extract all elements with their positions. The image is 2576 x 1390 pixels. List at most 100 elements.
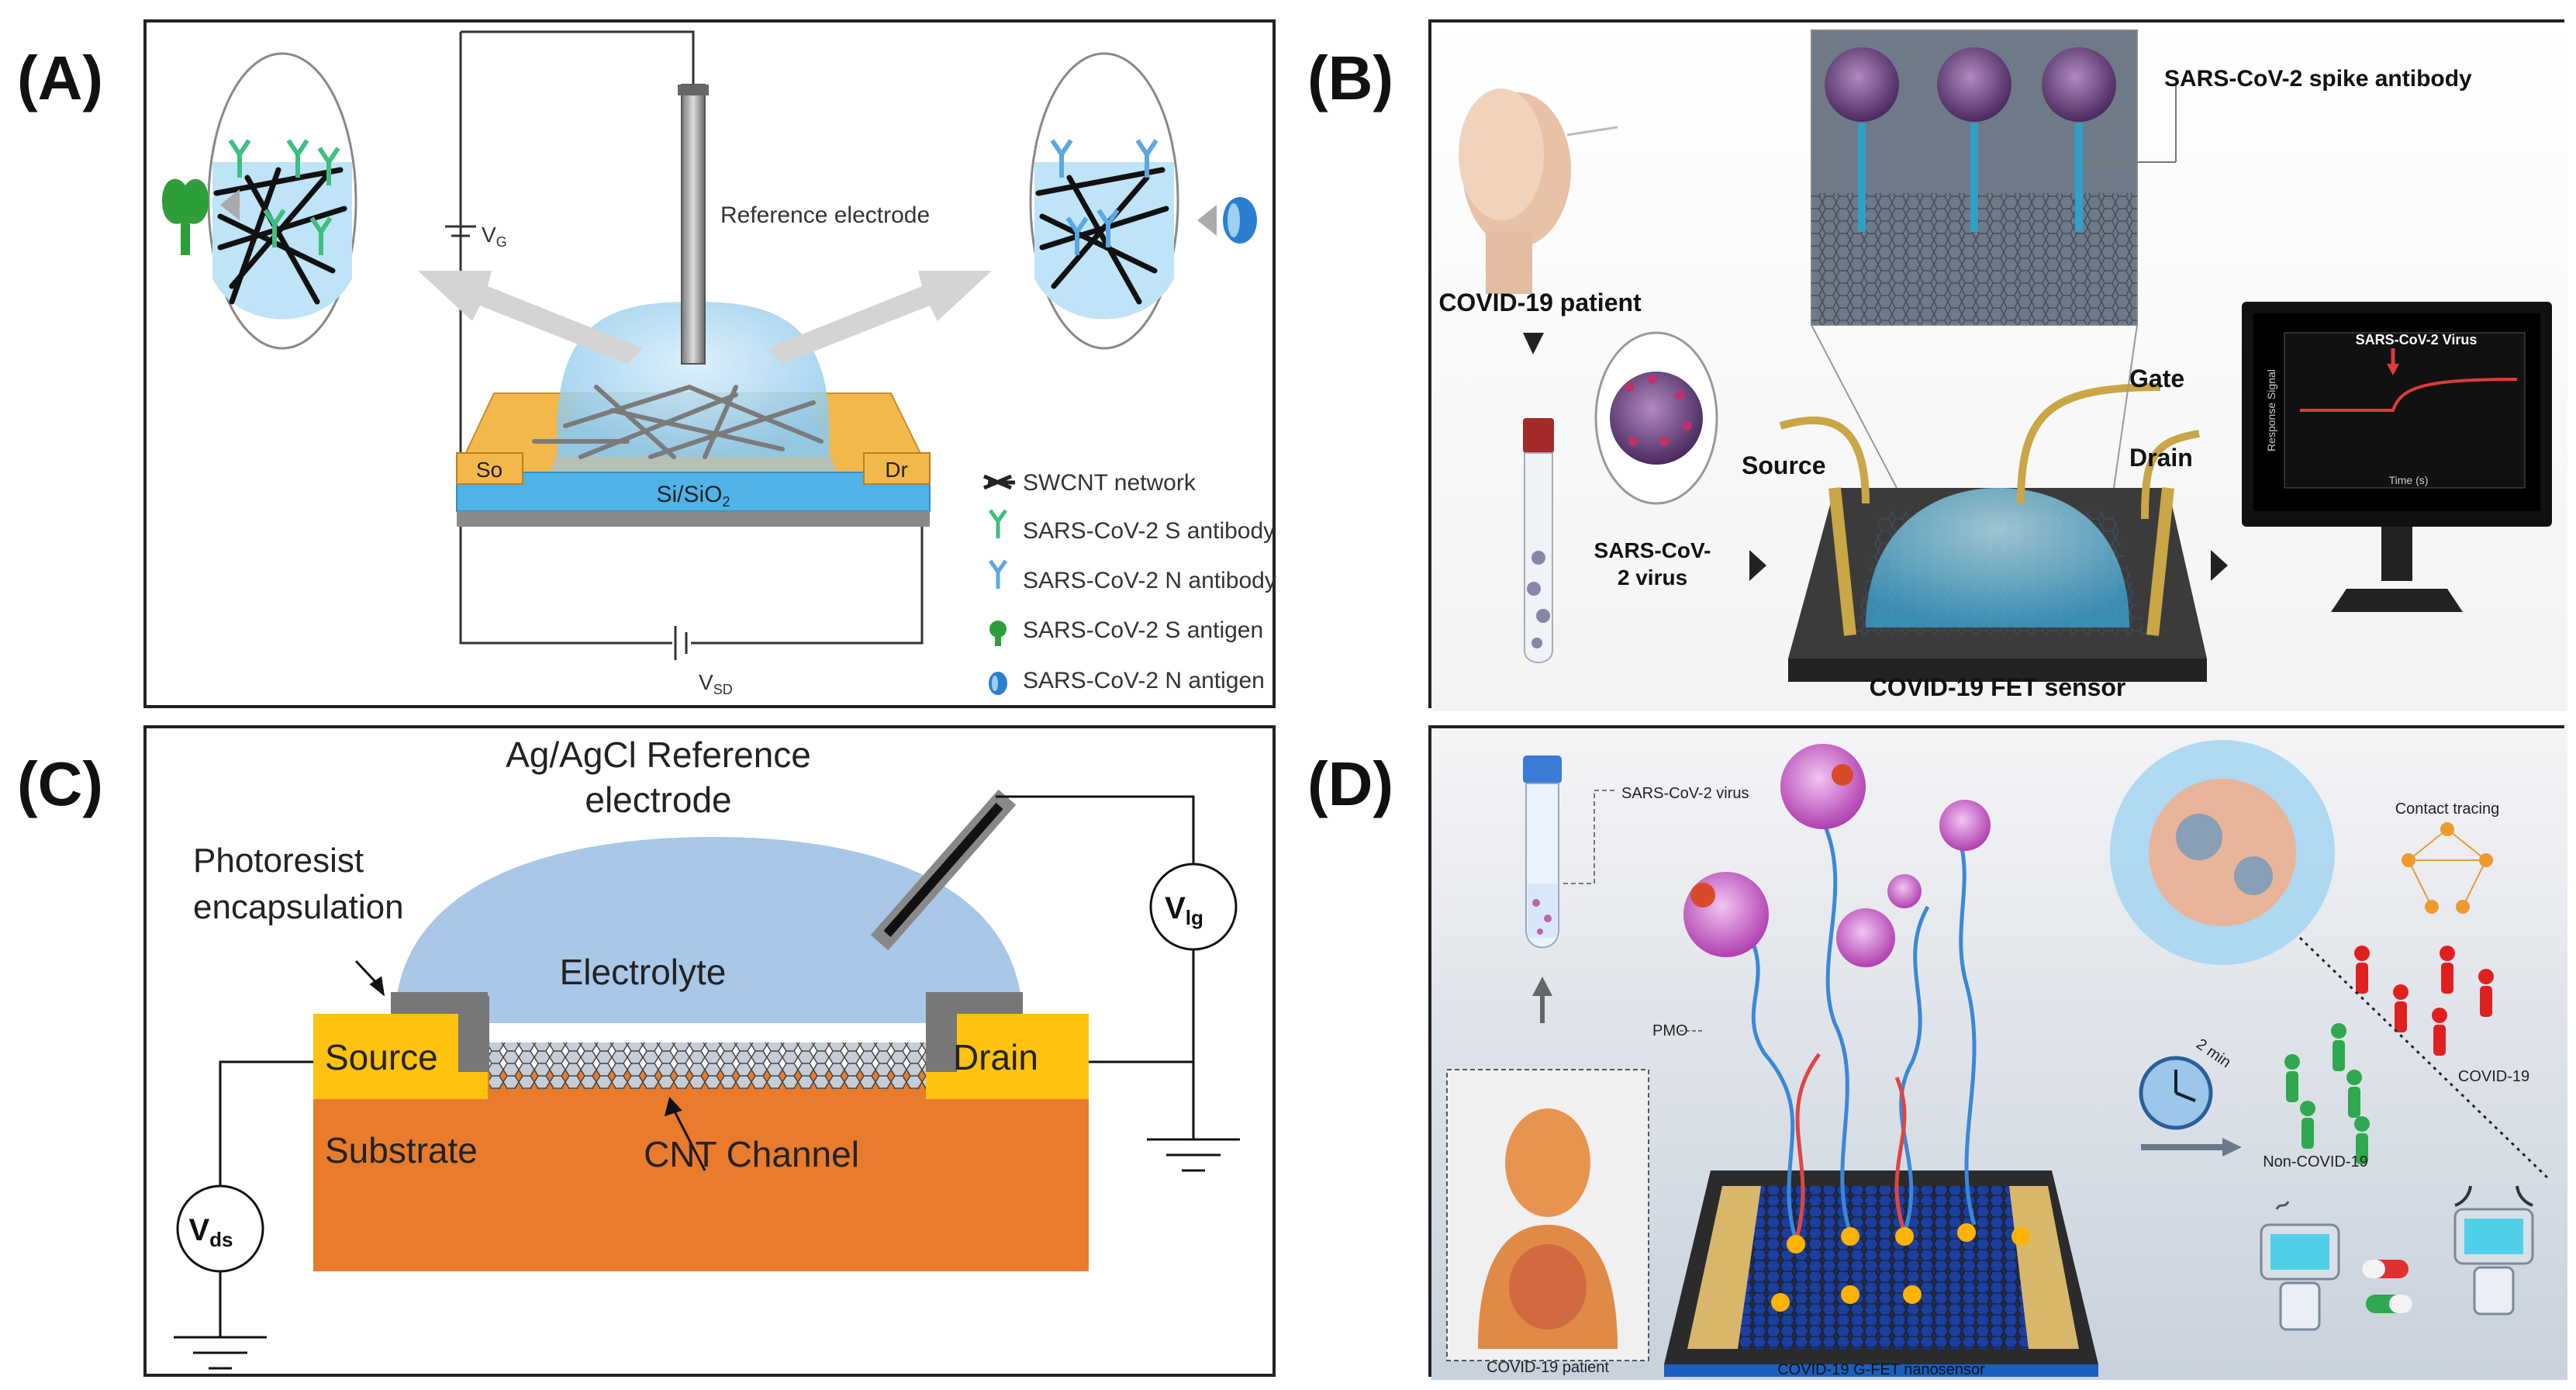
drain-label: Dr <box>885 458 908 482</box>
substrate-label: Substrate <box>325 1130 478 1170</box>
covid-people-icons <box>2354 946 2494 1056</box>
electrolyte-dome <box>395 837 1023 1023</box>
monitor-title: SARS-CoV-2 Virus <box>2356 332 2478 348</box>
panel-c: Vlg Vds Ag/AgCl Reference electrode Phot… <box>143 725 1276 1377</box>
source-label: Source <box>325 1037 438 1077</box>
vds-meter-icon: Vds <box>176 1184 264 1273</box>
vlg-sub: lg <box>1186 906 1203 929</box>
photoresist-line2: encapsulation <box>193 888 404 926</box>
legend-label: SARS-CoV-2 S antibody <box>1023 518 1275 544</box>
monitor-icon: SARS-CoV-2 Virus Time (s) Response Signa… <box>2242 302 2552 612</box>
arrow-right-icon <box>767 271 992 364</box>
reference-electrode-label: Reference electrode <box>720 202 930 228</box>
virus-label-line1: SARS-CoV- <box>1594 538 1711 562</box>
substrate-label: Si/SiO <box>656 482 722 507</box>
reference-electrode-icon <box>678 84 709 365</box>
gate-voltage-label: V <box>482 223 496 247</box>
robot-left-icon <box>2260 1201 2340 1331</box>
legend: SWCNT network SARS-CoV-2 S antibody SARS… <box>983 470 1276 695</box>
cnt-network <box>532 385 824 459</box>
pmo-label: PMO <box>1652 1022 1688 1039</box>
antibody-zoom-inset <box>1811 29 2138 489</box>
svg-text:Vlg: Vlg <box>1165 891 1203 929</box>
dna-probes <box>1739 812 1977 1241</box>
panel-c-diagram: Vlg Vds Ag/AgCl Reference electrode Phot… <box>174 735 1240 1370</box>
svg-text:Si/SiO2: Si/SiO2 <box>656 482 730 510</box>
legend-label: SWCNT network <box>1023 470 1196 496</box>
n-antigen-icon <box>1197 197 1257 244</box>
photoresist-line1: Photoresist <box>193 842 364 880</box>
probe-beads <box>1771 1223 2030 1312</box>
panel-d-letter: (D) <box>1307 749 1394 818</box>
sd-battery-icon: VSD <box>672 626 733 697</box>
gate-label: Gate <box>2129 365 2184 392</box>
n-antibody-zoom-circle <box>1029 52 1179 350</box>
monitor-y-label: Response Signal <box>2265 369 2277 451</box>
monitor-x-label: Time (s) <box>2389 474 2429 486</box>
vds-sub: ds <box>209 1228 233 1251</box>
substrate-sub: 2 <box>723 494 730 510</box>
covid-label: COVID-19 <box>2458 1068 2529 1085</box>
legend-n-antigen-icon <box>989 672 1007 695</box>
right-arrow-icon <box>1749 550 1766 581</box>
non-covid-label: Non-COVID-19 <box>2263 1153 2368 1170</box>
s-antibody-zoom-circle <box>207 52 357 350</box>
large-virus-icon <box>2110 740 2335 965</box>
vlg-meter-icon: Vlg <box>1149 863 1238 951</box>
status-pills-icon <box>2362 1260 2412 1313</box>
patient-inset: COVID-19 patient <box>1446 1069 1649 1376</box>
g-fet-sensor: COVID-19 G-FET nanosensor <box>1664 1170 2098 1378</box>
reference-electrode-icon <box>870 789 1017 951</box>
robot-right-icon <box>2453 1185 2534 1316</box>
ref-electrode-line2: electrode <box>585 780 731 820</box>
substrate-block <box>313 1070 1089 1271</box>
panel-b-diagram: COVID-19 patient SARS-CoV- 2 virus Sourc… <box>1431 22 2567 711</box>
svg-text:VSD: VSD <box>699 670 733 697</box>
drain-label: Drain <box>953 1037 1038 1077</box>
panel-b: COVID-19 patient SARS-CoV- 2 virus Sourc… <box>1428 19 2567 711</box>
svg-text:VG: VG <box>482 223 507 250</box>
sensor-label: COVID-19 FET sensor <box>1870 673 2126 701</box>
sample-tube-icon <box>1523 756 1562 949</box>
contact-tracing-label: Contact tracing <box>2395 800 2500 818</box>
pointer-arrows <box>354 960 706 1171</box>
patient-head-icon <box>1459 88 1618 294</box>
source-label: Source <box>1742 451 1825 479</box>
panel-a-diagram: VG VSD So Dr Si/SiO2 Reference electrode <box>162 30 1276 697</box>
legend-cnt-icon <box>983 474 1015 490</box>
gate-voltage-sub: G <box>496 234 507 250</box>
spike-antibody-label: SARS-CoV-2 spike antibody <box>2164 66 2472 92</box>
up-arrow-icon <box>1532 977 1552 996</box>
panel-d-diagram: SARS-CoV-2 virus COVID-19 patient COVID-… <box>1431 728 2567 1380</box>
virus-particles <box>1683 744 1991 967</box>
patient-label: COVID-19 patient <box>1438 289 1642 316</box>
legend-s-antibody-icon <box>988 509 1008 538</box>
legend-label: SARS-CoV-2 N antibody <box>1023 568 1276 593</box>
legend-label: SARS-CoV-2 S antigen <box>1023 617 1263 643</box>
virus-label: SARS-CoV-2 virus <box>1621 785 1749 802</box>
vds-label: V <box>188 1213 209 1247</box>
panel-c-letter: (C) <box>17 749 104 818</box>
contact-tracing-network-icon <box>2402 822 2493 914</box>
legend-label: SARS-CoV-2 N antigen <box>1023 668 1265 693</box>
down-arrow-icon <box>1523 333 1544 354</box>
legend-s-antigen-icon <box>989 621 1007 646</box>
drain-label: Drain <box>2129 444 2193 472</box>
sensor-label: COVID-19 G-FET nanosensor <box>1777 1361 1985 1378</box>
sd-voltage-sub: SD <box>713 682 733 697</box>
fet-device <box>1779 383 2207 682</box>
non-covid-people-icons <box>2284 1023 2370 1164</box>
sample-tube-icon <box>1523 418 1554 663</box>
electrolyte-label: Electrolyte <box>560 952 727 992</box>
sd-voltage-label: V <box>699 670 713 694</box>
svg-text:Vds: Vds <box>188 1213 233 1251</box>
virus-label-line2: 2 virus <box>1618 565 1687 590</box>
panel-d: SARS-CoV-2 virus COVID-19 patient COVID-… <box>1428 725 2567 1380</box>
cnt-channel <box>489 1042 926 1089</box>
vlg-label: V <box>1165 891 1186 925</box>
legend-n-antibody-icon <box>988 559 1008 589</box>
gate-battery-icon: VG <box>445 223 507 250</box>
patient-label: COVID-19 patient <box>1487 1359 1609 1376</box>
panel-a: VG VSD So Dr Si/SiO2 Reference electrode <box>143 19 1276 708</box>
arrow-left-icon <box>418 271 643 364</box>
